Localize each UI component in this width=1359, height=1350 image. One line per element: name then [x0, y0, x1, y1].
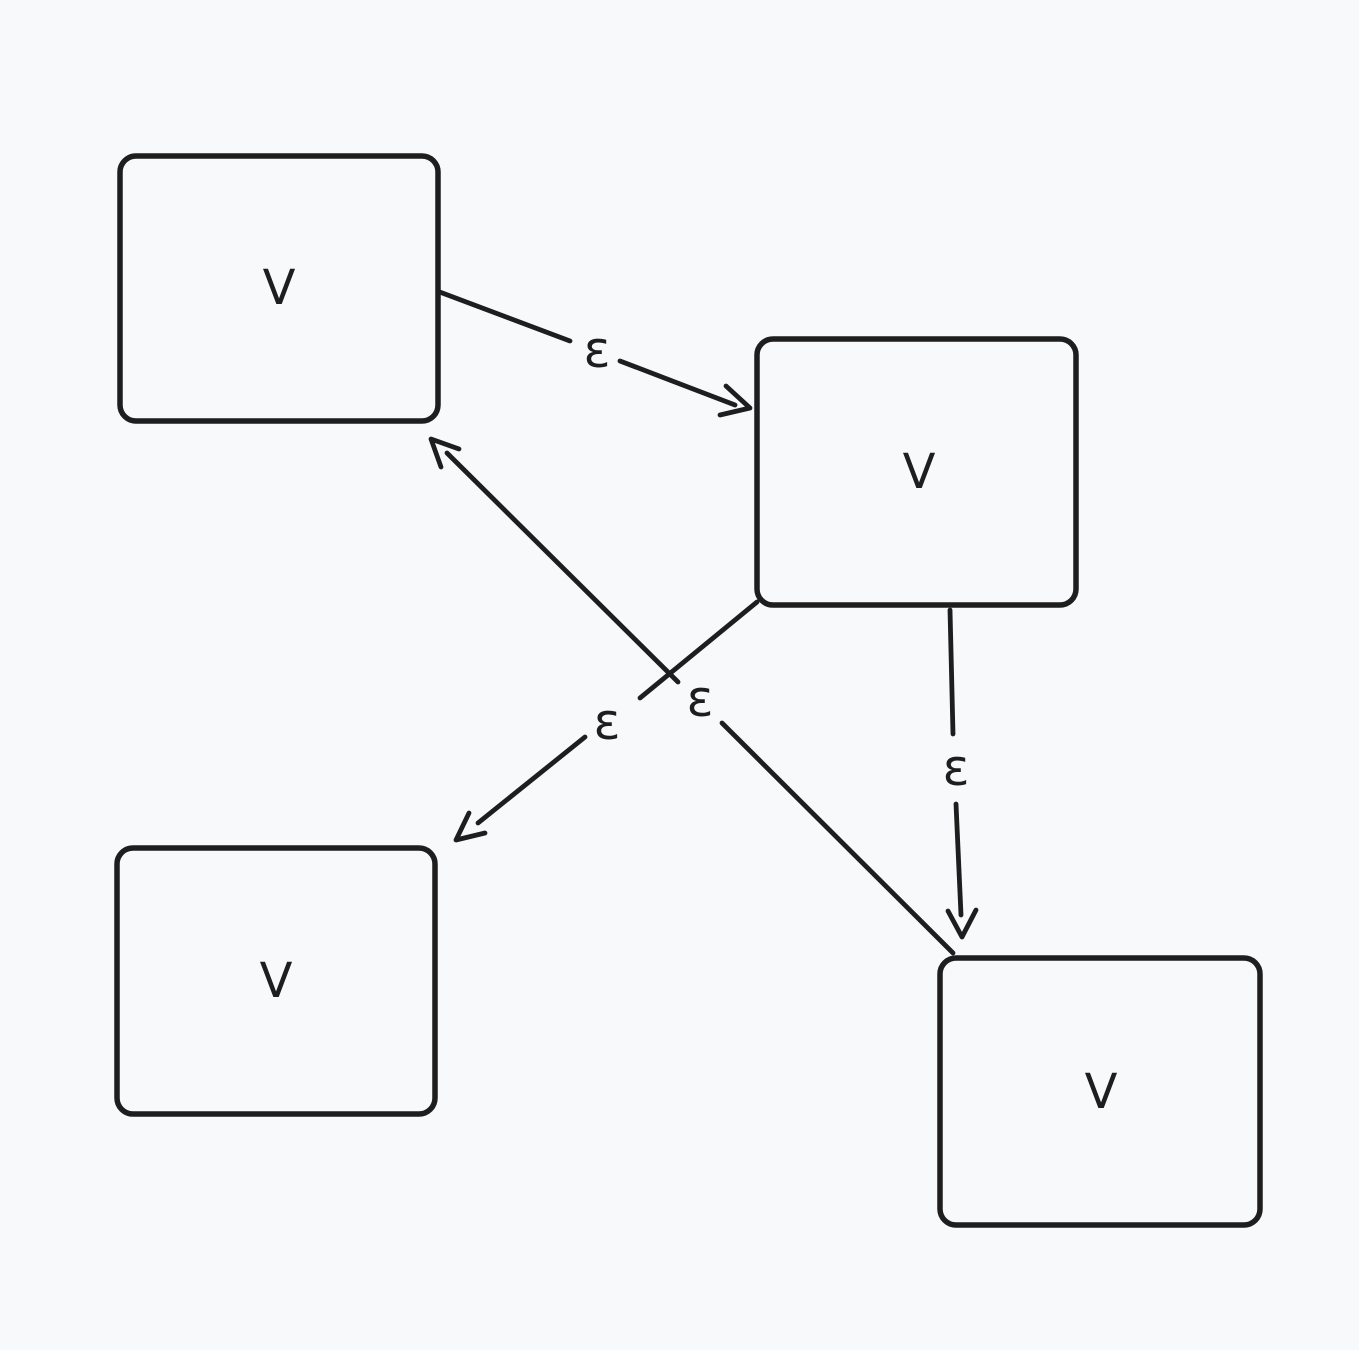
node-box[interactable] — [117, 153, 441, 424]
node-top-left[interactable]: V — [117, 153, 441, 424]
node-middle-right[interactable]: V — [754, 336, 1079, 608]
edge-middle-right-to-bottom-left[interactable]: ε — [453, 599, 760, 843]
arrowhead-icon — [453, 810, 488, 843]
node-box[interactable] — [754, 336, 1079, 608]
node-box[interactable] — [114, 845, 438, 1117]
node-box[interactable] — [937, 955, 1263, 1228]
edge-top-left-to-middle-right[interactable]: ε — [434, 288, 753, 418]
node-bottom-right[interactable]: V — [937, 955, 1263, 1228]
arrowhead-icon — [945, 907, 979, 940]
edge-segment — [947, 607, 956, 737]
node-label: V — [260, 953, 293, 1009]
edge-segment — [953, 801, 964, 918]
edge-label: ε — [583, 321, 610, 379]
edge-segment — [475, 734, 588, 826]
edge-label: ε — [942, 739, 969, 797]
arrowhead-icon — [717, 383, 753, 418]
edge-label: ε — [686, 670, 713, 728]
edge-segment — [719, 720, 956, 956]
arrowhead-icon — [428, 436, 462, 470]
node-bottom-left[interactable]: V — [114, 845, 438, 1117]
edge-label: ε — [593, 693, 620, 751]
edge-segment — [617, 358, 738, 408]
edge-middle-right-to-bottom-right[interactable]: ε — [942, 607, 979, 940]
edge-segment — [444, 450, 681, 685]
node-label: V — [263, 260, 296, 316]
edge-segment — [637, 599, 760, 701]
edge-segment — [434, 288, 573, 344]
node-label: V — [903, 444, 936, 500]
node-label: V — [1085, 1064, 1118, 1120]
edge-bottom-right-to-top-left[interactable]: ε — [428, 436, 956, 956]
